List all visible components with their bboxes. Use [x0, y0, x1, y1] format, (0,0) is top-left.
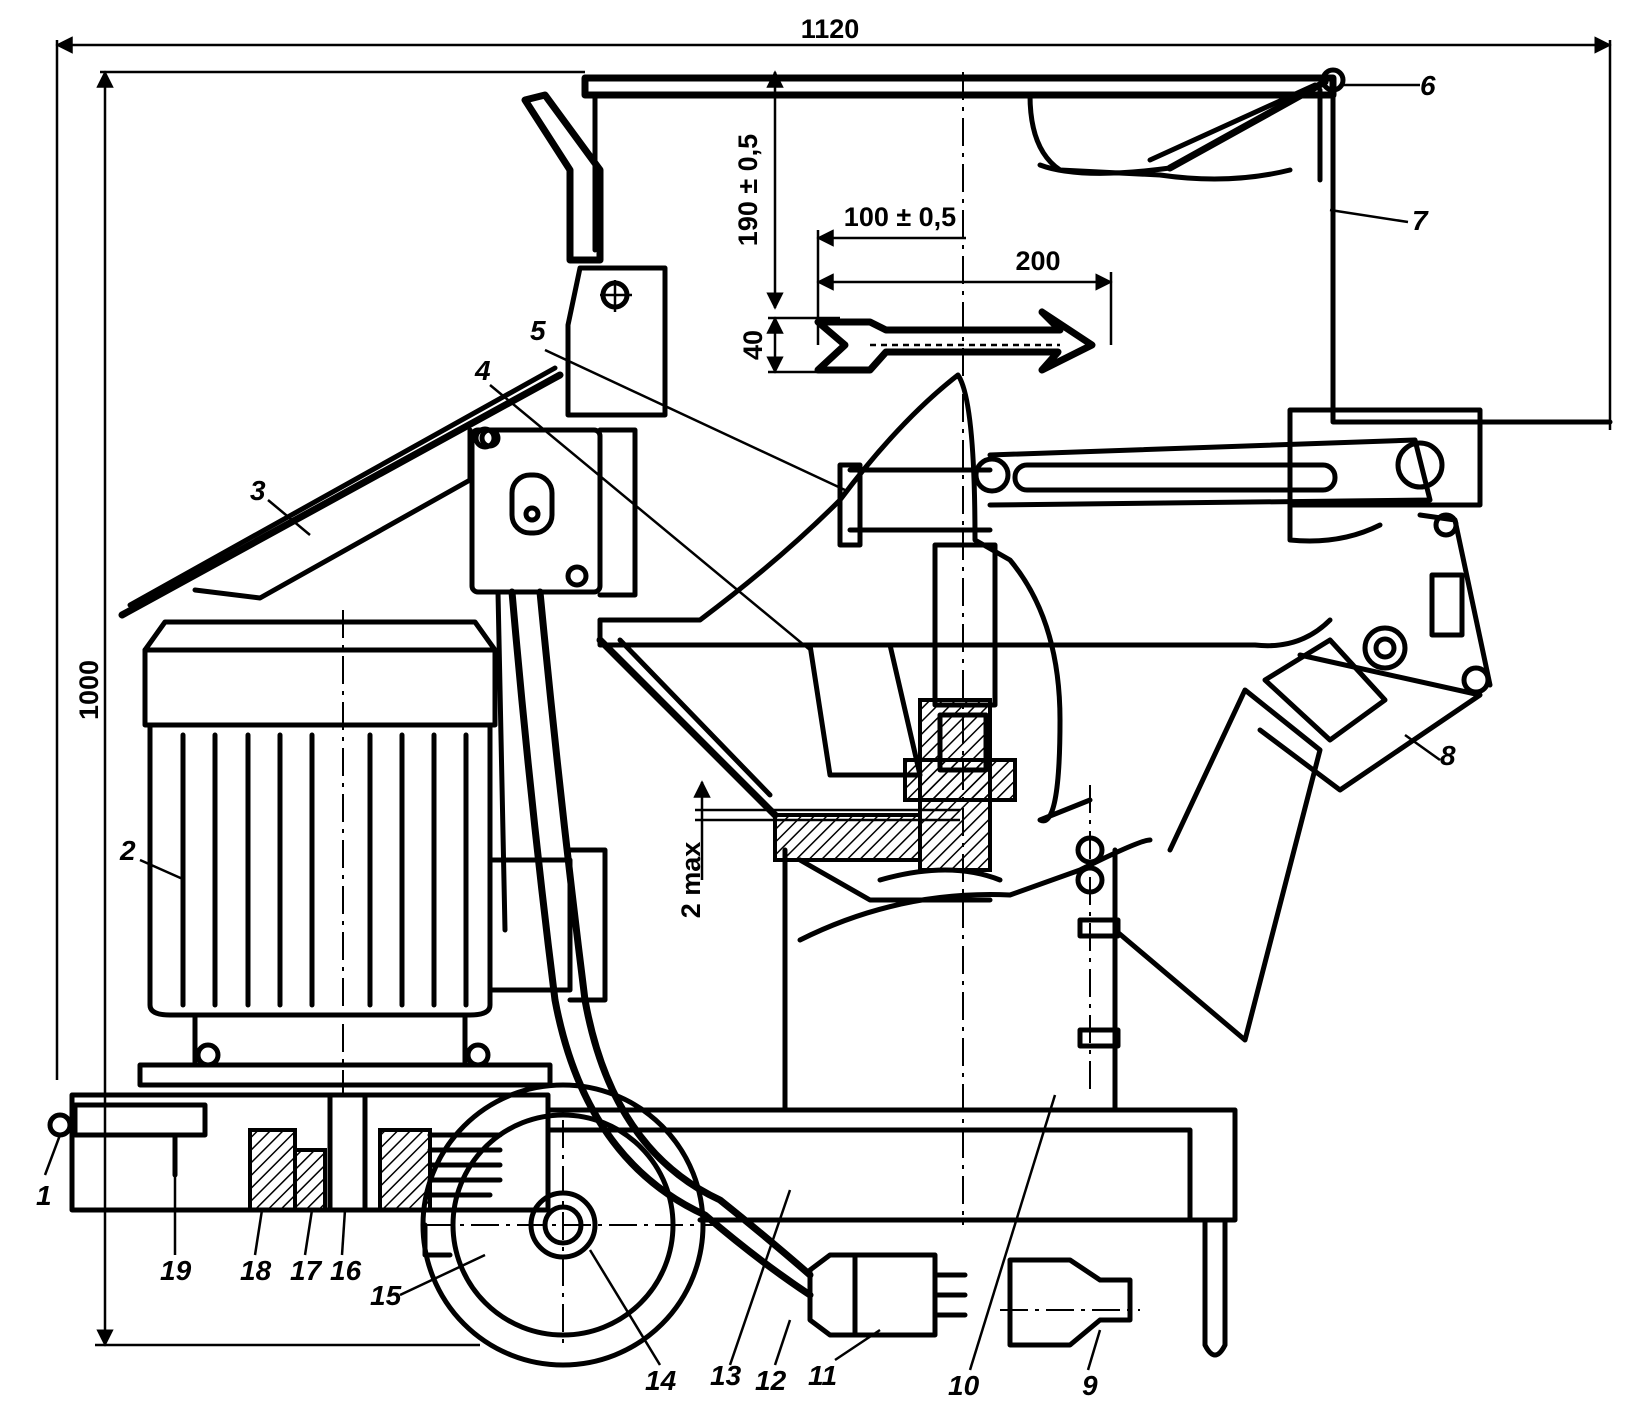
callout-12: 12: [755, 1365, 787, 1396]
switch-box: [469, 427, 638, 598]
callout-3: 3: [250, 475, 266, 506]
callout-7: 7: [1412, 205, 1429, 236]
hopper: [581, 67, 1613, 425]
linkage: [837, 407, 1493, 793]
leader-lines: [43, 83, 1441, 1371]
motor: [137, 619, 608, 1088]
callout-10: 10: [948, 1370, 980, 1401]
callout-15: 15: [370, 1280, 402, 1311]
dim-blade-offset: 100 ± 0,5: [844, 202, 956, 232]
wheel: [420, 1082, 706, 1368]
dim-gap: 2 max: [676, 842, 706, 919]
callout-11: 11: [808, 1360, 837, 1391]
plug: [807, 1252, 968, 1338]
callout-19: 19: [160, 1255, 192, 1286]
callout-13: 13: [710, 1360, 742, 1391]
callout-5: 5: [530, 315, 546, 346]
frame: [545, 1107, 1238, 1358]
dimension-labels: 1120 1000 190 ± 0,5 100 ± 0,5 200 40 2 m…: [74, 14, 1061, 918]
cutting-chamber: [596, 372, 1333, 903]
callout-9: 9: [1082, 1370, 1098, 1401]
callout-14: 14: [645, 1365, 677, 1396]
callout-16: 16: [330, 1255, 362, 1286]
callout-1: 1: [36, 1180, 52, 1211]
chute: [118, 365, 564, 619]
callout-8: 8: [1440, 740, 1456, 771]
dim-blade-length: 200: [1015, 246, 1060, 276]
discharge-chute: [1112, 687, 1323, 1043]
dim-overall-width: 1120: [801, 14, 860, 44]
dim-overall-height: 1000: [74, 660, 104, 720]
column: [782, 835, 1153, 1113]
callout-6: 6: [1420, 70, 1436, 101]
callout-labels: 1 2 3 4 5 6 7 8 9 10 11 12 13 14 15 16 1…: [36, 70, 1456, 1401]
handle: [521, 91, 668, 418]
dim-hopper-height: 190 ± 0,5: [733, 134, 763, 246]
socket: [1007, 1257, 1133, 1348]
knife-blade: [814, 308, 1096, 374]
gearbox: [47, 1092, 551, 1213]
callout-17: 17: [290, 1255, 323, 1286]
callout-4: 4: [474, 355, 491, 386]
callout-18: 18: [240, 1255, 272, 1286]
hinge-6: [1320, 67, 1346, 93]
dim-blade-width: 40: [738, 330, 768, 360]
callout-2: 2: [119, 835, 136, 866]
